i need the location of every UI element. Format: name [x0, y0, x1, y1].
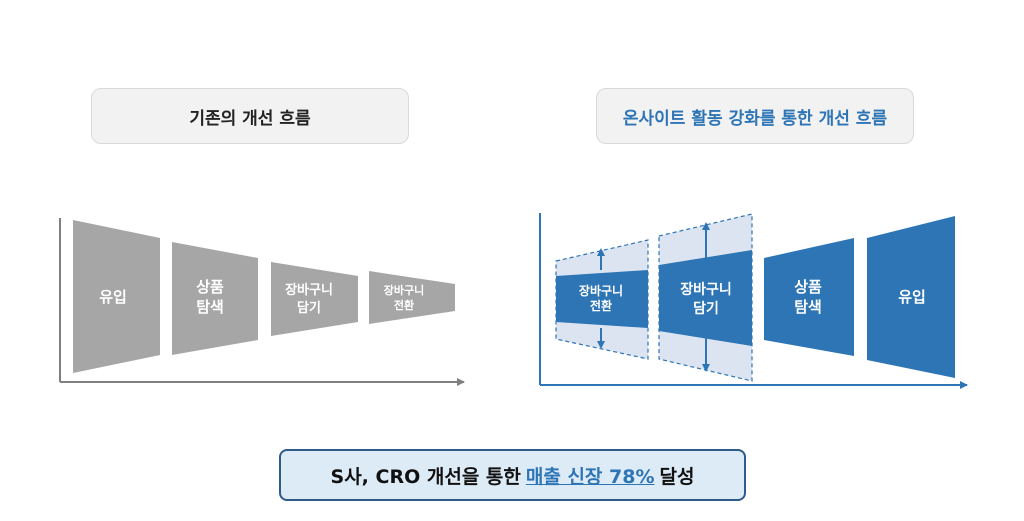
right-stage-inflow-label: 유입 [898, 288, 926, 306]
left-stage-browse: 상품 탐색 [172, 242, 258, 355]
right-stage-checkout-line2: 전환 [590, 298, 612, 313]
left-stage-browse-line1: 상품 [196, 278, 224, 296]
right-stage-browse: 상품 탐색 [764, 238, 854, 356]
right-stage-addcart-line1: 장바구니 [680, 281, 732, 298]
result-prefix: S사, CRO 개선을 통한 [330, 465, 521, 488]
result-suffix: 달성 [659, 465, 695, 488]
right-stage-checkout-line1: 장바구니 [579, 283, 623, 298]
right-stage-addcart: 장바구니 담기 [658, 213, 753, 382]
left-stage-browse-line2: 탐색 [196, 298, 224, 316]
right-stage-addcart-line2: 담기 [693, 300, 719, 317]
left-stage-inflow: 유입 [73, 220, 160, 373]
right-stage-browse-line2: 탐색 [794, 298, 822, 316]
left-stage-addcart-line2: 담기 [297, 301, 321, 316]
legacy-flow-title: 기존의 개선 흐름 [91, 88, 409, 144]
left-stage-checkout-line2: 전환 [394, 298, 414, 312]
left-stage-checkout-line1: 장바구니 [384, 283, 424, 297]
result-banner: S사, CRO 개선을 통한 매출 신장 78% 달성 [279, 449, 746, 501]
left-stage-inflow-label: 유입 [99, 288, 127, 306]
left-stage-checkout: 장바구니 전환 [369, 271, 455, 324]
right-stage-inflow: 유입 [867, 216, 955, 378]
onsite-flow-title: 온사이트 활동 강화를 통한 개선 흐름 [596, 88, 914, 144]
left-stage-addcart-line1: 장바구니 [285, 282, 333, 298]
result-highlight: 매출 신장 78% [525, 465, 655, 488]
right-stage-browse-line1: 상품 [794, 278, 822, 296]
right-stage-checkout: 장바구니 전환 [555, 239, 649, 360]
left-stage-addcart: 장바구니 담기 [271, 262, 358, 336]
